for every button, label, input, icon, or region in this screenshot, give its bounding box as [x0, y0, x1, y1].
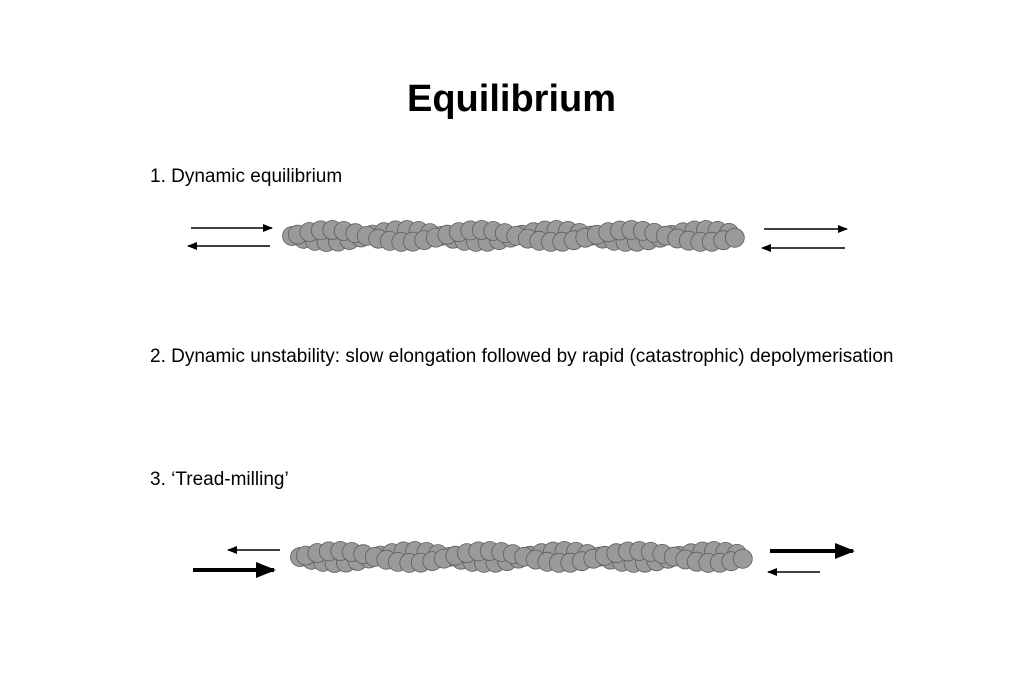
- item-tread-milling: 3. ‘Tread-milling’: [150, 469, 289, 490]
- equilibrium-diagram: [187, 220, 848, 252]
- actin-subunit: [724, 227, 745, 248]
- actin-filament: [290, 541, 753, 573]
- item-dynamic-equilibrium: 1. Dynamic equilibrium: [150, 166, 343, 187]
- treadmilling-diagram: [193, 541, 855, 578]
- item-dynamic-unstability: 2. Dynamic unstability: slow elongation …: [150, 346, 894, 367]
- actin-subunit: [732, 548, 753, 569]
- actin-filament: [282, 220, 745, 252]
- page-title: Equilibrium: [407, 78, 616, 120]
